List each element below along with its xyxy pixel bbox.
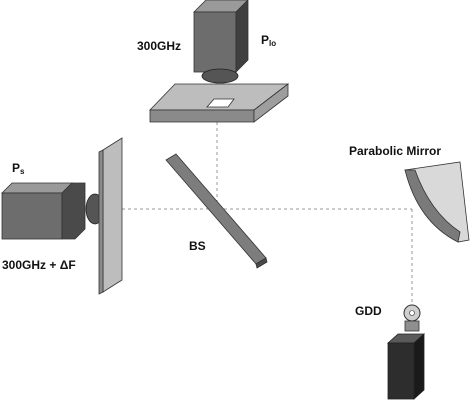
lo-source [193,0,249,84]
signal-name-label: Ps [12,161,25,176]
signal-plate-front [102,137,123,293]
signal-name-sub: s [20,167,25,176]
parabolic-mirror [404,161,470,243]
detector-stem [404,320,420,332]
detector-window-center [409,310,415,316]
detector-side-face [413,333,425,400]
detector-label: GDD [355,304,382,318]
lo-plate-front [149,109,255,123]
lo-source-side-face [235,0,249,73]
beam-splitter-edge [255,257,268,269]
lo-window-plate [149,83,290,123]
lo-plate-aperture [206,98,235,108]
detector-front-face [387,342,415,400]
beam-splitter [165,153,268,269]
lo-name-label: Plo [261,33,276,48]
signal-frequency-label: 300GHz + ΔF [2,258,76,272]
lo-source-horn [201,68,239,84]
signal-source-side-face [61,182,86,240]
beam-paths [122,122,413,303]
signal-name-main: P [12,161,20,175]
lo-frequency-label: 300GHz [137,39,181,53]
lo-name-main: P [261,33,269,47]
parabolic-mirror-surface [404,169,461,243]
signal-source-top-face [1,182,73,194]
signal-window-plate [98,137,123,295]
signal-source-front-face [1,192,63,240]
signal-plate-edge [98,149,104,295]
lo-name-sub: lo [269,39,276,48]
detector [386,304,426,400]
lo-source-front-face [193,11,237,73]
lo-plate-side [253,83,289,123]
signal-source [1,182,105,240]
beam-splitter-label: BS [189,239,206,253]
parabolic-mirror-label: Parabolic Mirror [349,144,441,158]
